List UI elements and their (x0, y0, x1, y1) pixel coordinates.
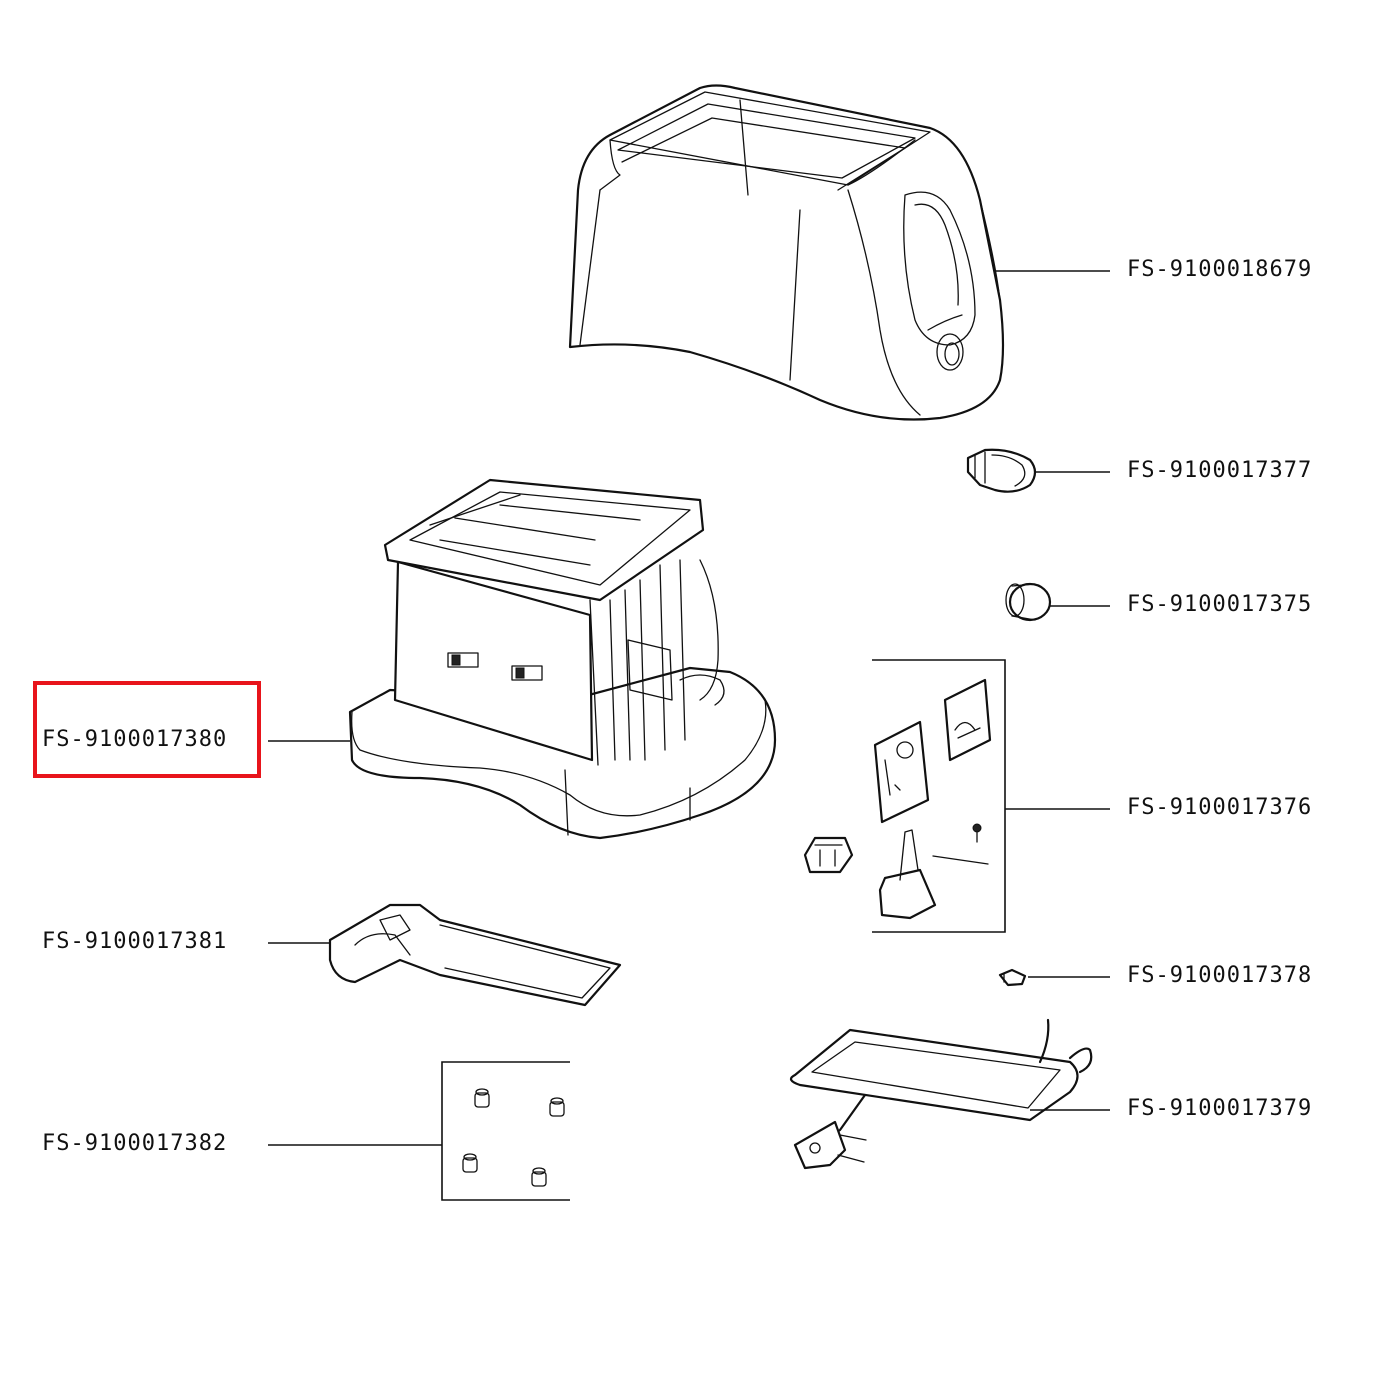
circuit-board-icon[interactable] (803, 659, 1006, 933)
label-feet-kit: FS-9100017382 (42, 1131, 227, 1156)
label-lever-knob: FS-9100017377 (1127, 458, 1312, 483)
label-crumb-tray: FS-9100017381 (42, 929, 227, 954)
lever-knob-icon[interactable] (966, 448, 1037, 493)
control-knob-icon[interactable] (1005, 582, 1052, 622)
label-housing: FS-9100018679 (1127, 257, 1312, 282)
base-assembly-icon[interactable] (348, 478, 777, 840)
label-screw: FS-9100017378 (1127, 963, 1312, 988)
toaster-housing-icon[interactable] (568, 84, 1005, 421)
label-electronics-kit: FS-9100017376 (1127, 795, 1312, 820)
power-cord-icon[interactable] (789, 1018, 1093, 1170)
crumb-tray-icon[interactable] (328, 903, 622, 1007)
rubber-feet-icon[interactable] (441, 1061, 570, 1201)
label-control-knob: FS-9100017375 (1127, 592, 1312, 617)
label-power-cord: FS-9100017379 (1127, 1096, 1312, 1121)
screw-icon[interactable] (998, 968, 1027, 987)
highlight-box (33, 681, 261, 778)
label-base-assembly: FS-9100017380 (42, 727, 227, 752)
